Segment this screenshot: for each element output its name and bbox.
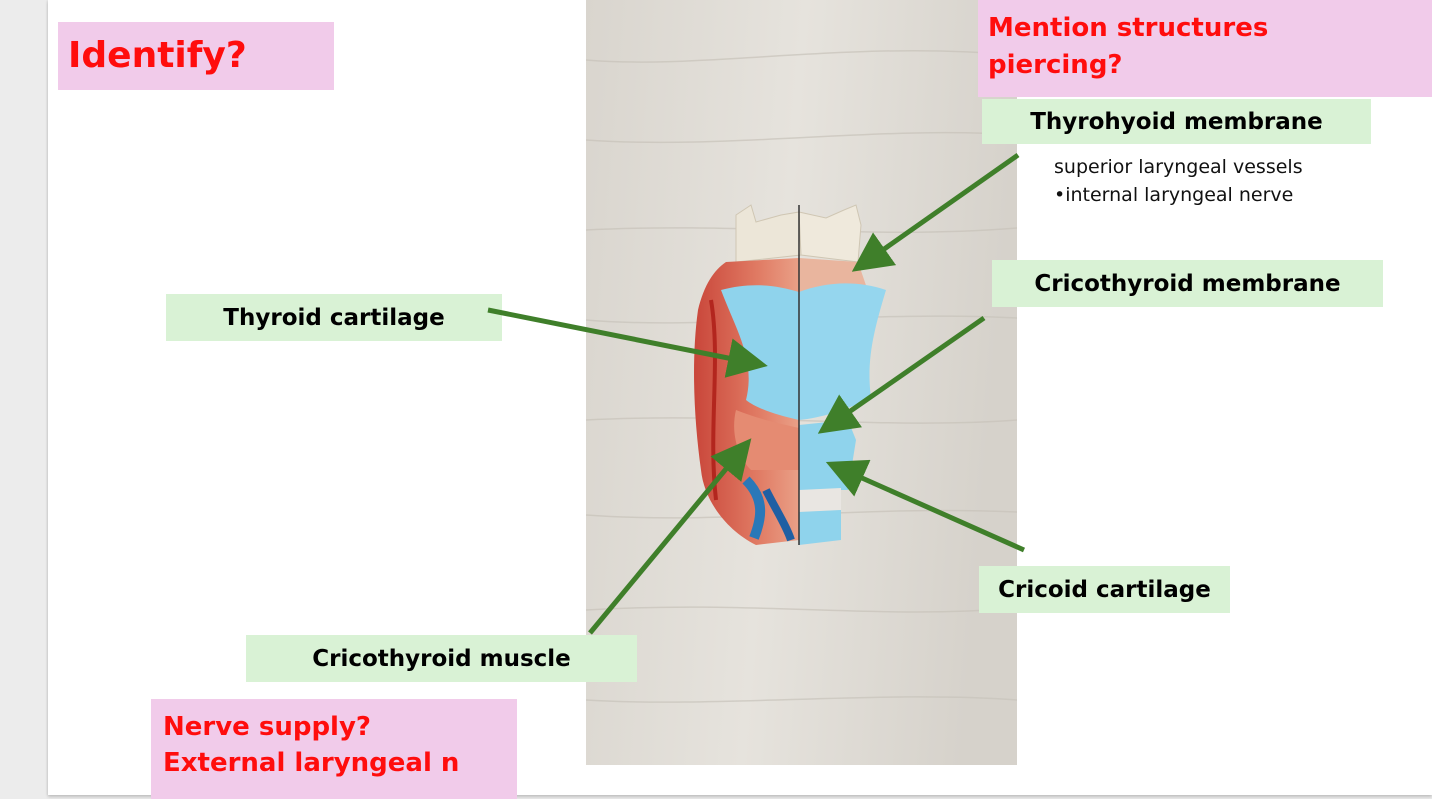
- piercing-structures-notes: superior laryngeal vessels •internal lar…: [1054, 153, 1303, 209]
- nerve-supply-box: Nerve supply? External laryngeal n: [151, 699, 517, 799]
- nerve-supply-question: Nerve supply?: [163, 712, 371, 742]
- piercing-question-line1: Mention structures: [988, 13, 1269, 43]
- label-cricoid-cartilage: Cricoid cartilage: [979, 566, 1230, 613]
- note-superior-laryngeal-vessels: superior laryngeal vessels: [1054, 156, 1303, 178]
- identify-question: Identify?: [58, 22, 334, 90]
- label-thyrohyoid-membrane: Thyrohyoid membrane: [982, 99, 1371, 144]
- nerve-supply-answer: External laryngeal n: [163, 748, 460, 778]
- label-cricothyroid-membrane: Cricothyroid membrane: [992, 260, 1383, 307]
- larynx-model-photo: [586, 0, 1017, 765]
- piercing-question: Mention structures piercing?: [978, 0, 1432, 97]
- label-thyroid-cartilage: Thyroid cartilage: [166, 294, 502, 341]
- piercing-question-line2: piercing?: [988, 50, 1123, 80]
- label-cricothyroid-muscle: Cricothyroid muscle: [246, 635, 637, 682]
- note-internal-laryngeal-nerve: •internal laryngeal nerve: [1054, 184, 1294, 206]
